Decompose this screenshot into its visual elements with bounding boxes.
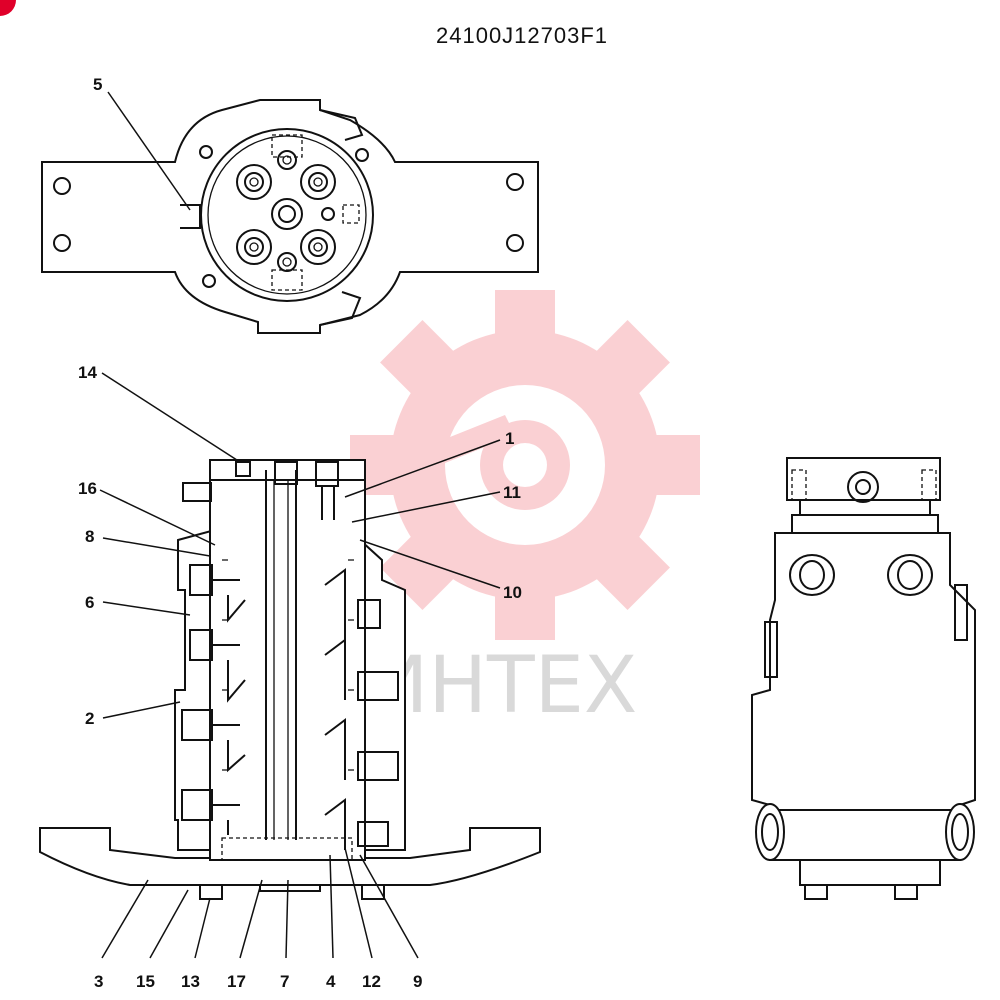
watermark-text: ИНТЕХ xyxy=(370,641,637,731)
callout-11: 11 xyxy=(503,483,521,502)
callout-labels: 5 14 1 16 11 8 10 6 2 3 15 13 17 7 4 12 … xyxy=(78,75,522,991)
callout-8: 8 xyxy=(85,527,94,546)
callout-10: 10 xyxy=(503,583,522,602)
callout-13: 13 xyxy=(181,972,200,991)
callout-5: 5 xyxy=(93,75,102,94)
corner-badge xyxy=(0,0,16,16)
watermark-logo xyxy=(350,290,700,640)
callout-15: 15 xyxy=(136,972,155,991)
leader-lines xyxy=(99,91,501,959)
callout-14: 14 xyxy=(78,363,97,382)
top-view xyxy=(41,99,539,334)
section-view xyxy=(39,459,541,900)
callout-16: 16 xyxy=(78,479,97,498)
callout-7: 7 xyxy=(280,972,289,991)
callout-17: 17 xyxy=(227,972,246,991)
callout-9: 9 xyxy=(413,972,422,991)
callout-3: 3 xyxy=(94,972,103,991)
callout-1: 1 xyxy=(505,429,514,448)
drawing-number: 24100J12703F1 xyxy=(436,23,608,48)
callout-4: 4 xyxy=(326,972,336,991)
callout-12: 12 xyxy=(362,972,381,991)
side-view xyxy=(751,457,976,900)
callout-2: 2 xyxy=(85,709,94,728)
callout-6: 6 xyxy=(85,593,94,612)
